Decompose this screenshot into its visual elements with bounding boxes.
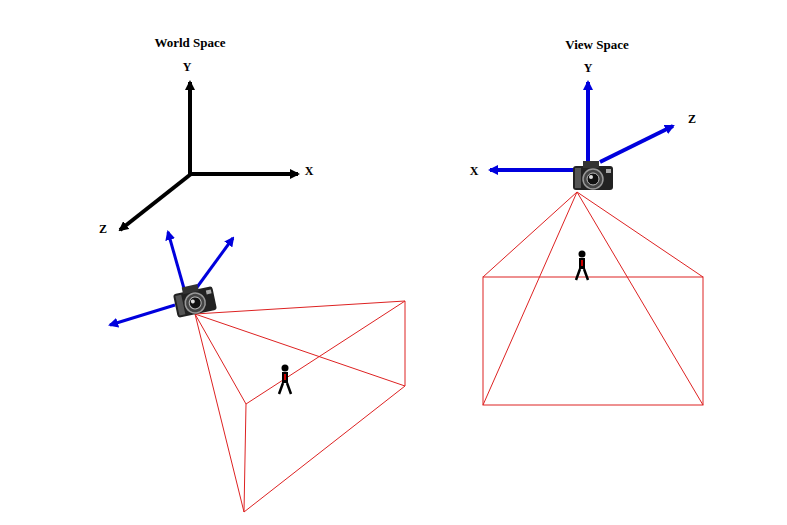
panel-heading: View Space: [565, 38, 628, 51]
axis-label: Z: [99, 223, 107, 235]
axis-label: Z: [688, 113, 696, 125]
panel-heading: World Space: [154, 36, 225, 49]
axis-label: Y: [584, 62, 593, 74]
axis-label: X: [305, 165, 314, 177]
axis-label: Y: [183, 61, 192, 73]
axis-label: X: [470, 165, 479, 177]
